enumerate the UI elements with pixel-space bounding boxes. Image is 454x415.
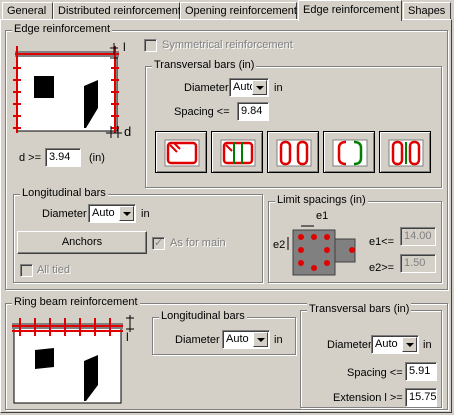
select-value: Auto [92,207,115,219]
as-for-main-checkbox[interactable] [152,236,165,250]
group-title: Limit spacings (in) [275,194,368,206]
ring-trans-diameter-select[interactable]: Auto [371,335,419,354]
ring-long-diameter-select[interactable]: Auto [222,330,270,349]
transversal-diameter-select[interactable]: Auto [229,78,269,97]
tab-label: Opening reinforcement [185,5,297,17]
transversal-shape-button-2[interactable] [211,131,263,173]
tab-label: General [7,5,47,17]
ring-extension-input[interactable]: 15.75 [405,388,437,407]
tab-opening-reinforcement[interactable]: Opening reinforcement [180,2,297,20]
u-bars-icon [332,139,368,167]
tab-panel [0,19,452,413]
select-value: Auto [226,333,249,345]
tab-general[interactable]: General [2,2,53,20]
tab-label: Shapes [408,5,446,17]
chevron-down-icon[interactable] [402,337,417,352]
transversal-spacing-label: Spacing <= [174,106,230,118]
as-for-main-label: As for main [170,237,226,249]
transversal-spacing-input[interactable]: 9.84 [237,102,269,121]
ring-spacing-label: Spacing <= [347,367,403,379]
edge-reinforcement-group: Edge reinforcement [5,23,448,290]
ring-longitudinal-bars-group: Longitudinal bars [152,310,296,355]
tab-shapes[interactable]: Shapes [403,2,451,20]
tab-bar: General Distributed reinforcement Openin… [0,0,454,21]
ring-transversal-bars-group: Transversal bars (in) [300,303,442,408]
all-tied-label: All tied [37,264,71,276]
select-value: Auto [233,81,256,93]
e1-mark: e1 [316,210,329,222]
longitudinal-diameter-label: Diameter [42,208,87,220]
group-title: Longitudinal bars [159,310,247,322]
group-title: Edge reinforcement [12,23,112,35]
e2-min-label: e2>= [369,262,395,274]
group-title: Transversal bars (in) [152,59,257,71]
hoop-with-link-icon [388,139,424,167]
ring-long-diameter-unit: in [274,334,283,346]
longitudinal-bars-group: Longitudinal bars [13,187,263,283]
e1-max-input[interactable]: 14.00 [400,227,436,246]
edge-d-mark: d [124,124,132,139]
ring-trans-diameter-unit: in [423,339,432,351]
edge-l-mark: l [123,40,126,54]
transversal-shape-button-4[interactable] [323,131,375,173]
ring-long-diameter-label: Diameter [175,334,220,346]
longitudinal-diameter-select[interactable]: Auto [88,204,136,223]
tab-label: Distributed reinforcement [58,5,181,17]
d-unit-label: (in) [89,152,105,164]
stirrup-closed-icon [164,139,200,167]
tab-distributed-reinforcement[interactable]: Distributed reinforcement [53,2,181,20]
tab-edge-reinforcement[interactable]: Edge reinforcement [298,0,402,21]
symmetrical-reinforcement-checkbox[interactable] [144,39,157,52]
e2-mark: e2 [273,239,286,251]
group-title: Transversal bars (in) [307,303,412,315]
stirrup-with-links-icon [220,139,256,167]
e2-min-input[interactable]: 1.50 [400,254,436,273]
transversal-shape-button-3[interactable] [267,131,319,173]
e1-max-label: e1<= [369,236,395,248]
chevron-down-icon[interactable] [253,332,268,347]
group-title: Ring beam reinforcement [12,296,140,308]
ring-beam-diagram [12,315,134,404]
transversal-diameter-unit: in [274,82,283,94]
chevron-down-icon[interactable] [119,206,134,221]
symmetrical-reinforcement-label: Symmetrical reinforcement [162,39,293,51]
select-value: Auto [375,338,398,350]
ring-extension-label: Extension l >= [333,392,403,404]
ring-spacing-input[interactable]: 5.91 [405,362,437,381]
longitudinal-diameter-unit: in [141,208,150,220]
group-title: Longitudinal bars [20,187,108,199]
transversal-diameter-label: Diameter [184,82,229,94]
ring-trans-diameter-label: Diameter [327,339,372,351]
all-tied-checkbox[interactable] [20,264,33,277]
ring-l-mark: l [126,330,129,344]
limit-spacings-diagram [287,225,356,276]
double-hoop-icon [276,139,312,167]
edge-wall-diagram [13,43,122,138]
transversal-shape-button-5[interactable] [379,131,431,173]
anchors-button[interactable]: Anchors [17,231,147,254]
chevron-down-icon[interactable] [252,80,267,95]
d-min-input[interactable]: 3.94 [45,148,81,167]
transversal-bars-group: Transversal bars (in) [145,59,442,188]
transversal-shape-button-1[interactable] [155,131,207,173]
ring-beam-group: Ring beam reinforcement [5,296,448,410]
limit-spacings-group: Limit spacings (in) [268,194,442,283]
d-min-label: d >= [19,152,42,164]
tab-label: Edge reinforcement [303,4,399,16]
